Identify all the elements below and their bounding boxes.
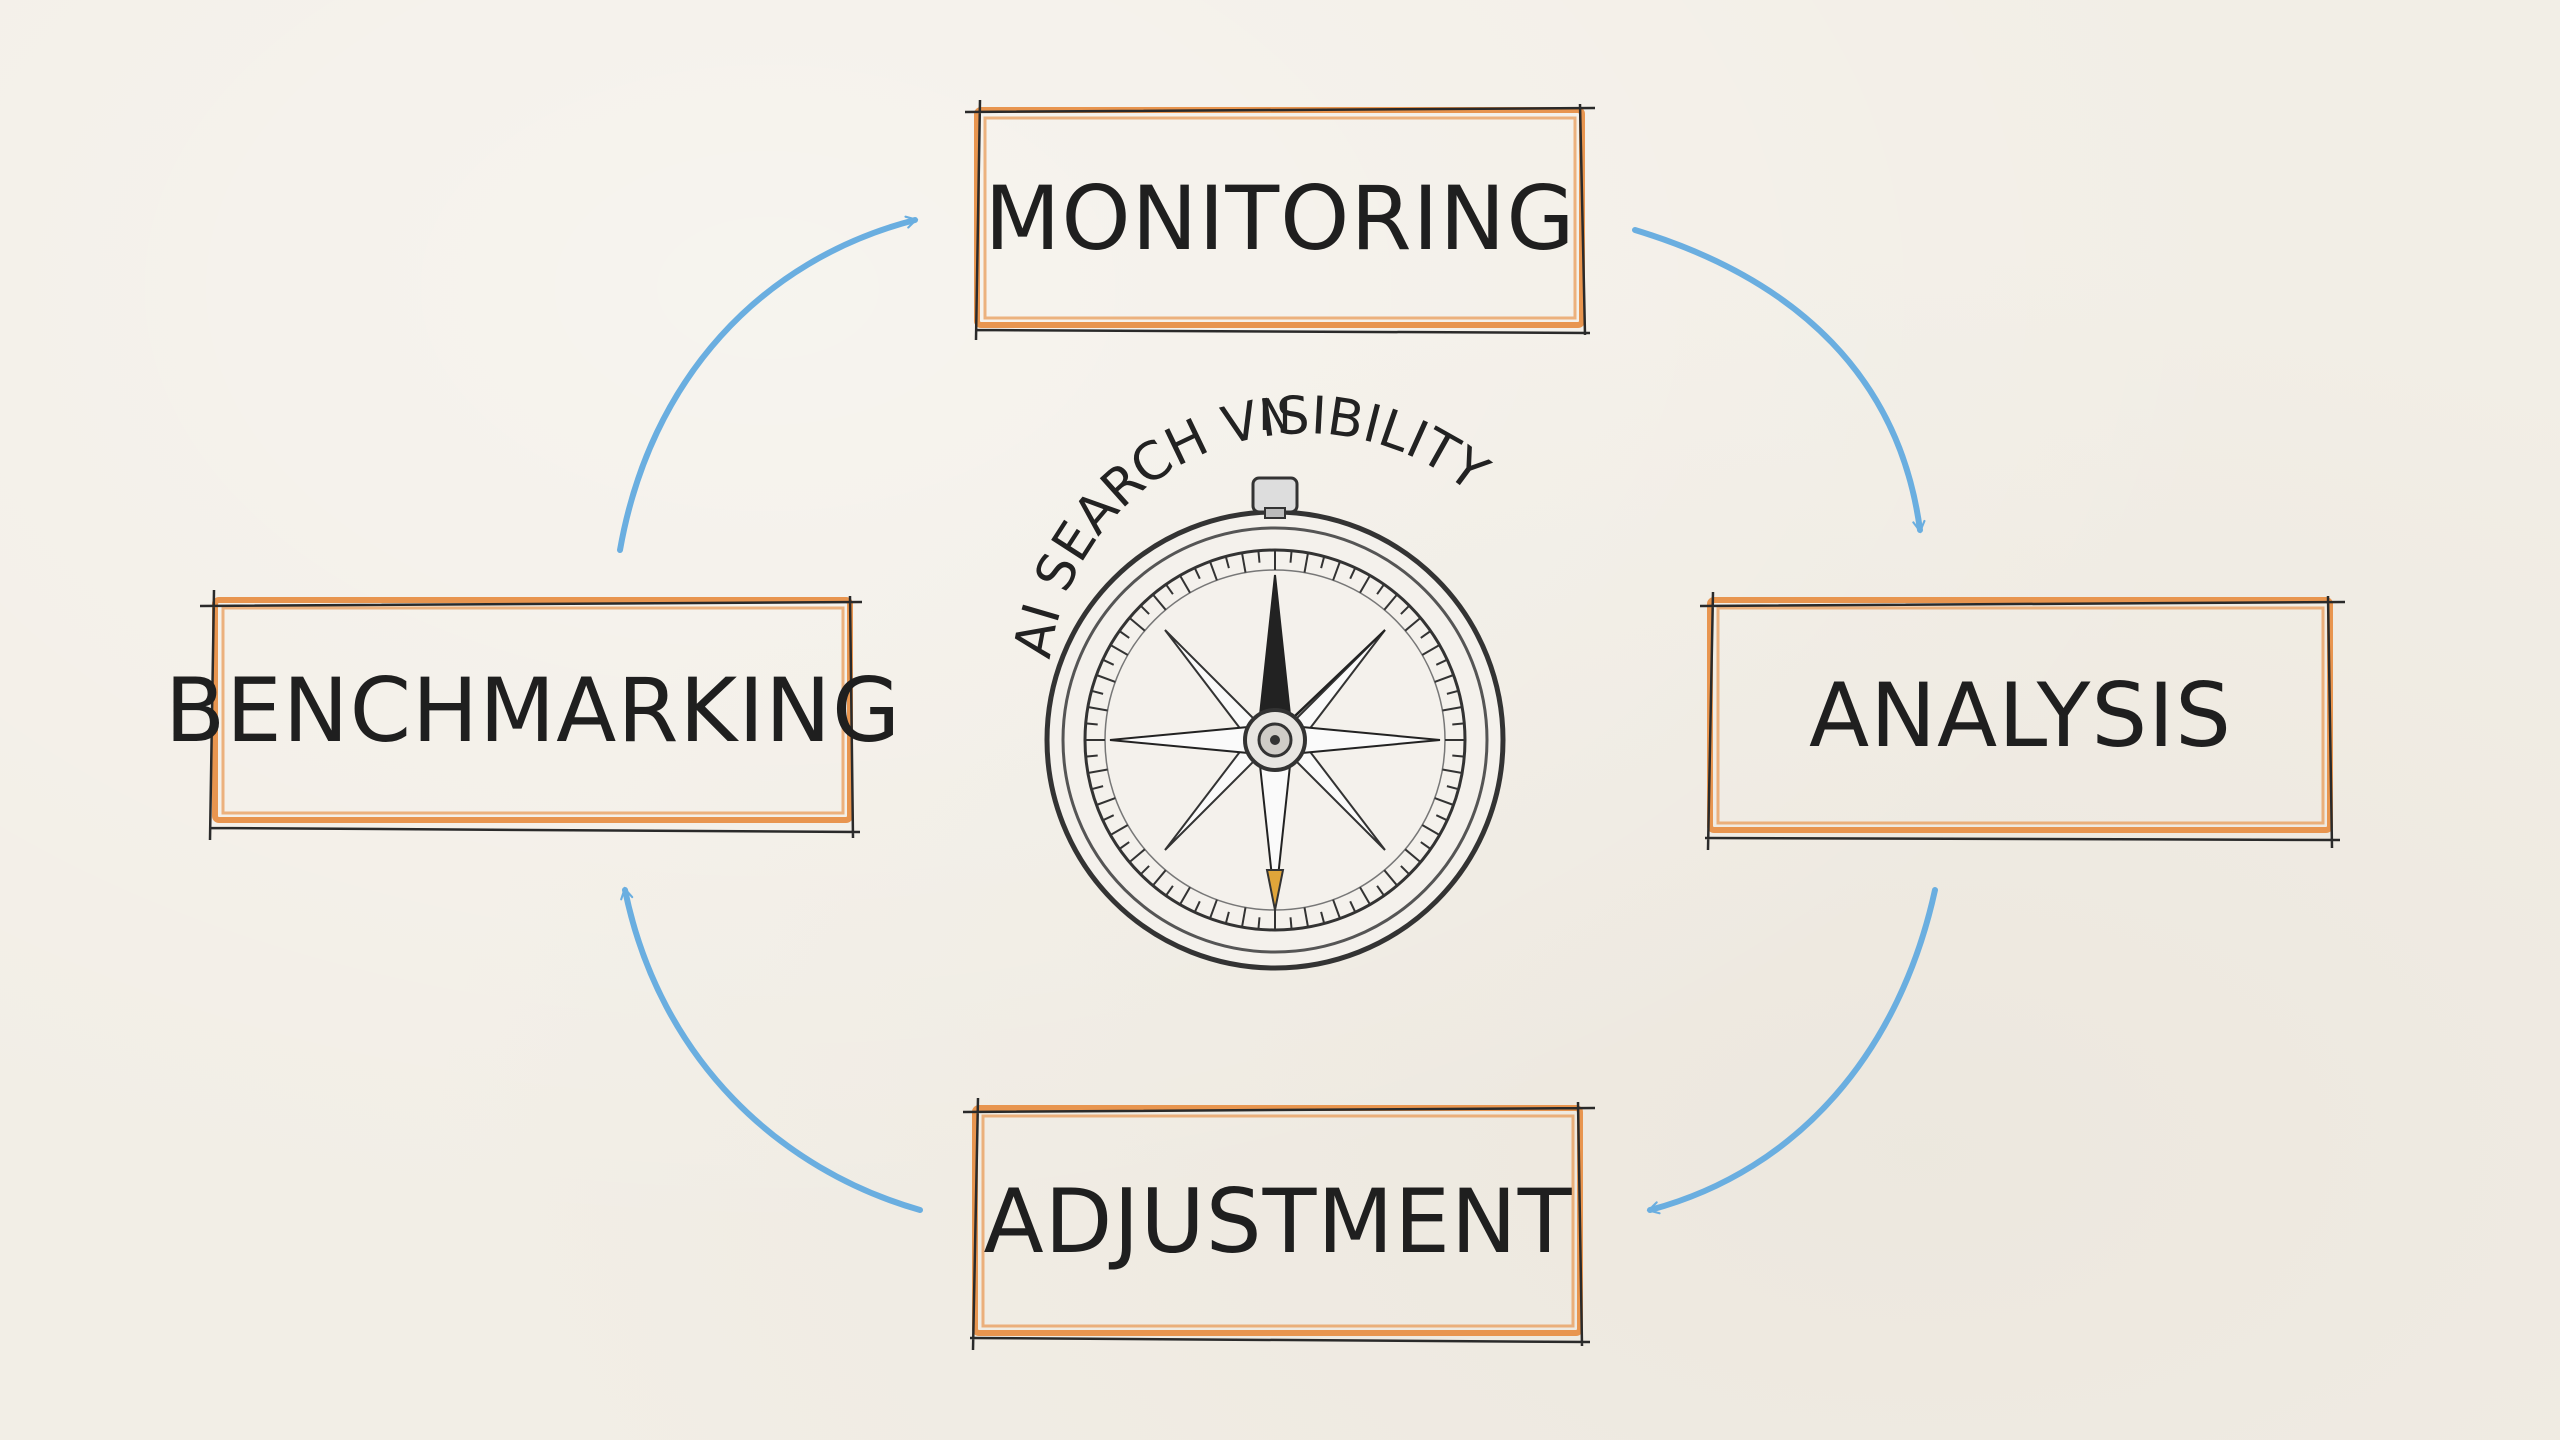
- compass-tick: [1404, 617, 1422, 632]
- compass-tick: [1139, 604, 1150, 615]
- compass-tick: [1435, 814, 1448, 822]
- compass-tick: [1349, 567, 1357, 580]
- compass-tick: [1446, 689, 1459, 695]
- compass-tick: [1303, 552, 1309, 573]
- compass-tick: [1376, 583, 1385, 595]
- compass-tick: [1420, 630, 1432, 639]
- compass-tick: [1421, 824, 1441, 836]
- compass-tick: [1420, 841, 1432, 850]
- north-label: N: [1259, 390, 1292, 441]
- compass-tick: [1289, 917, 1293, 930]
- compass-tick: [1400, 865, 1411, 876]
- compass-tick: [1400, 604, 1411, 615]
- adjustment-label: ADJUSTMENT: [983, 1169, 1573, 1273]
- compass-tick: [1152, 869, 1167, 887]
- compass-tick: [1224, 556, 1230, 569]
- compass-icon: [1044, 476, 1506, 971]
- compass-tick: [1118, 630, 1130, 639]
- compass-tick: [1434, 674, 1454, 683]
- compass-tick: [1165, 583, 1174, 595]
- compass-tick: [1096, 674, 1116, 683]
- compass-tick: [1257, 917, 1261, 930]
- compass-tick: [1109, 644, 1129, 656]
- compass-tick: [1303, 907, 1309, 928]
- arrow-adjustment-to-benchmarking: [620, 886, 923, 1213]
- compass-tick: [1434, 797, 1454, 806]
- compass-tick: [1193, 900, 1201, 913]
- compass-tick: [1257, 550, 1261, 563]
- compass-tick: [1165, 885, 1174, 897]
- compass-tick: [1109, 824, 1129, 836]
- compass-tick: [1091, 785, 1104, 791]
- compass-tick: [1128, 848, 1146, 863]
- compass-tick: [1224, 911, 1230, 924]
- compass-tick: [1241, 907, 1247, 928]
- compass-tick: [1320, 911, 1326, 924]
- compass-tick: [1421, 644, 1441, 656]
- compass-tick: [1349, 900, 1357, 913]
- arrow-analysis-to-adjustment: [1646, 887, 1938, 1215]
- compass-tick: [1359, 886, 1371, 906]
- analysis-box: [1699, 591, 2346, 851]
- compass-tick: [1118, 841, 1130, 850]
- compass-tick: [1442, 768, 1463, 774]
- compass-tick: [1383, 593, 1398, 611]
- compass-tick: [1452, 754, 1465, 758]
- compass-tick: [1452, 722, 1465, 726]
- compass-tick: [1332, 899, 1341, 919]
- compass-tick: [1179, 886, 1191, 906]
- compass-tick: [1152, 593, 1167, 611]
- compass-tick: [1087, 768, 1108, 774]
- compass-tick: [1209, 899, 1218, 919]
- compass-tick: [1446, 785, 1459, 791]
- monitoring-label: MONITORING: [984, 166, 1576, 270]
- compass-tick: [1085, 722, 1098, 726]
- arrow-monitoring-to-analysis: [1632, 227, 1926, 534]
- compass-tick: [1435, 658, 1448, 666]
- compass-tick: [1128, 617, 1146, 632]
- compass-tick: [1289, 550, 1293, 563]
- compass-tick: [1193, 567, 1201, 580]
- monitoring-box: [964, 99, 1596, 341]
- adjustment-box: [962, 1097, 1596, 1351]
- benchmarking-box: [199, 589, 863, 841]
- compass-tick: [1376, 885, 1385, 897]
- compass-tick: [1102, 658, 1115, 666]
- compass-tick: [1320, 556, 1326, 569]
- compass-tick: [1241, 552, 1247, 573]
- compass-tick: [1383, 869, 1398, 887]
- compass-tick: [1087, 706, 1108, 712]
- benchmarking-label: BENCHMARKING: [164, 659, 902, 762]
- compass-tick: [1442, 706, 1463, 712]
- compass-tick: [1139, 865, 1150, 876]
- compass-tick: [1404, 848, 1422, 863]
- compass-tick: [1091, 689, 1104, 695]
- compass-tick: [1209, 561, 1218, 581]
- compass-tick: [1096, 797, 1116, 806]
- compass-tick: [1332, 561, 1341, 581]
- arrow-benchmarking-to-monitoring: [617, 215, 919, 553]
- compass-tick: [1359, 574, 1371, 594]
- compass-tick: [1085, 754, 1098, 758]
- analysis-label: ANALYSIS: [1809, 664, 2232, 767]
- compass-tick: [1102, 814, 1115, 822]
- compass-tick: [1179, 574, 1191, 594]
